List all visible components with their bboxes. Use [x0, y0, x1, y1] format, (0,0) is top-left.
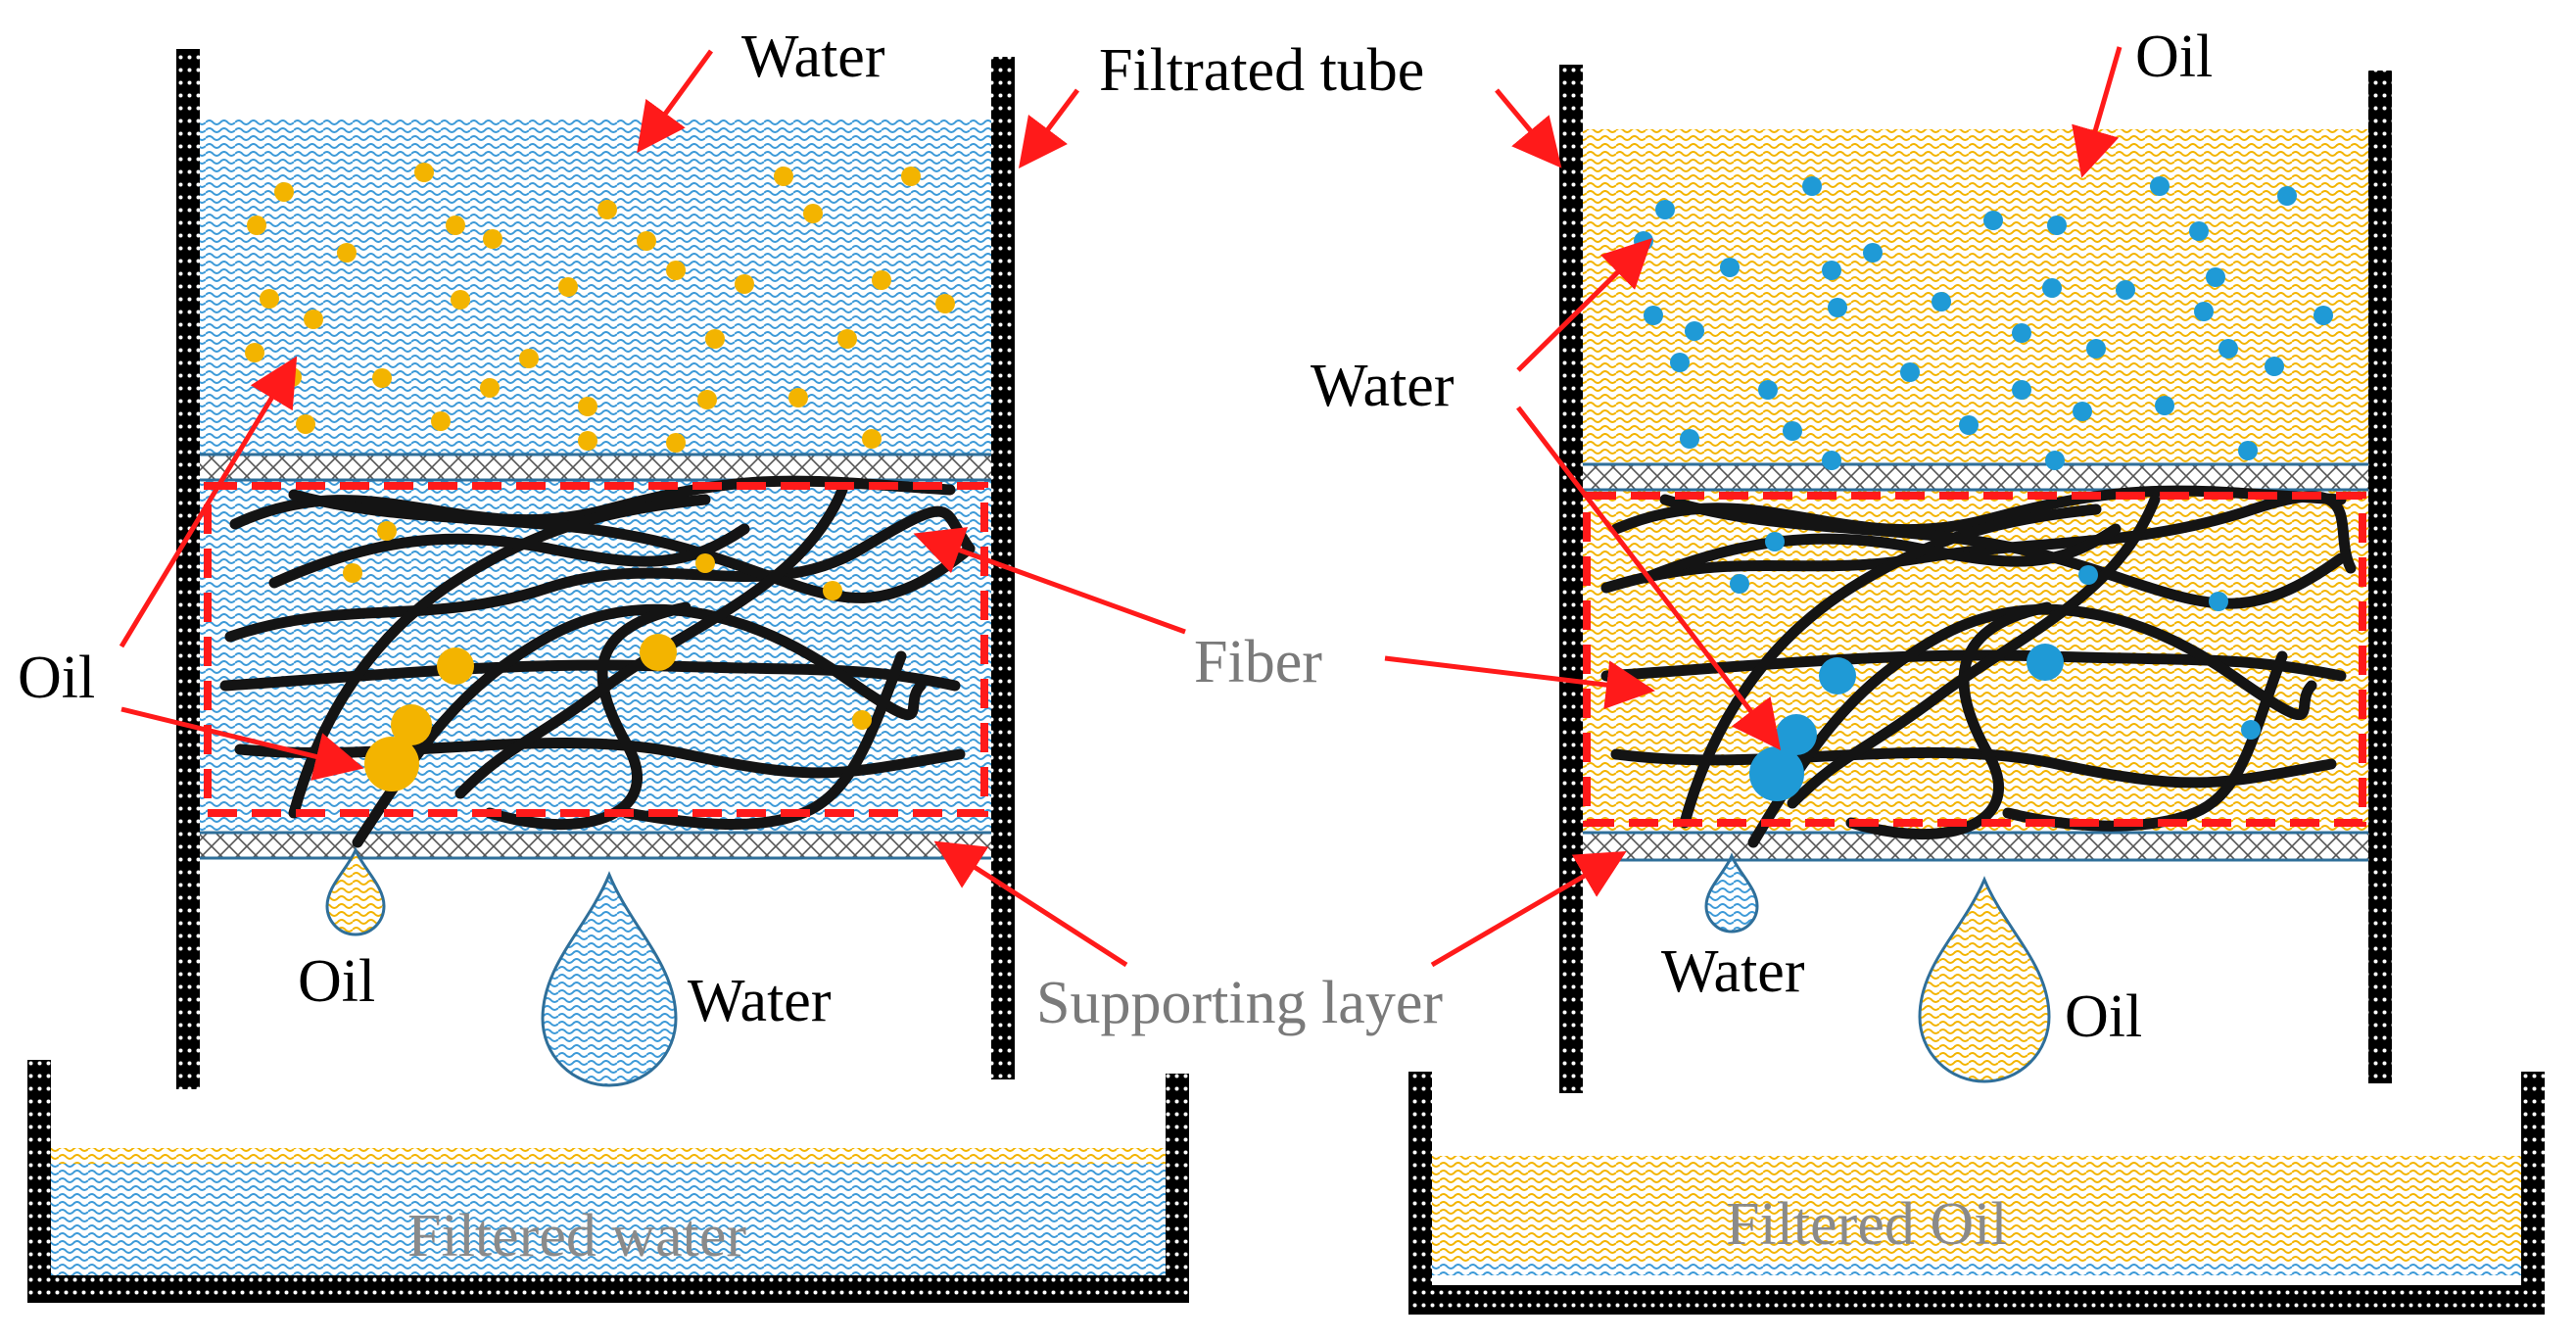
right-fiber-box: [1583, 492, 2366, 827]
left-top-mesh: [194, 453, 996, 482]
left-bottom-mesh: [194, 831, 996, 860]
right-tube-wall-right: [2368, 71, 2392, 1083]
right-water-droplets: [1634, 176, 2333, 470]
label-right-drop-oil: Oil: [2065, 983, 2142, 1050]
label-filtrated-tube: Filtrated tube: [1099, 37, 1424, 104]
left-basin-liquid: [51, 1156, 1166, 1275]
left-oil-droplets: [245, 163, 955, 453]
label-left-oil: Oil: [18, 645, 95, 711]
annotation-arrows: [119, 46, 2123, 968]
label-supporting-layer: Supporting layer: [1036, 970, 1443, 1036]
label-left-drop-oil: Oil: [298, 948, 375, 1015]
right-bottom-mesh: [1577, 831, 2372, 862]
label-left-basin: Filtered water: [407, 1203, 746, 1269]
label-right-basin: Filtered Oil: [1726, 1191, 2008, 1258]
left-trapped-oil: [343, 521, 872, 791]
left-apparatus: [27, 49, 1189, 1303]
right-fibers: [1600, 485, 2357, 848]
label-right-drop-water: Water: [1661, 938, 1805, 1005]
right-top-liquid: [1579, 129, 2370, 464]
right-basin: [1408, 1072, 2545, 1315]
label-right-water: Water: [1311, 353, 1455, 419]
label-left-drop-water: Water: [688, 968, 832, 1034]
oil-droplet-icon: [1918, 876, 2051, 1083]
right-basin-liquid: [1432, 1156, 2521, 1275]
left-basin: [27, 1060, 1189, 1303]
water-droplet-icon: [541, 871, 678, 1087]
right-basin-water-film: [1432, 1262, 2521, 1275]
label-right-oil: Oil: [2135, 24, 2213, 90]
label-left-water: Water: [741, 24, 885, 90]
right-top-mesh: [1577, 462, 2372, 492]
right-apparatus: [1408, 65, 2545, 1315]
left-basin-oil-film: [51, 1148, 1166, 1164]
left-fibers: [219, 475, 976, 848]
left-tube-wall-left: [176, 49, 200, 1089]
left-fiber-box: [204, 482, 988, 817]
right-trapped-water: [1730, 532, 2261, 801]
label-fiber: Fiber: [1194, 629, 1322, 695]
oil-droplet-icon: [325, 846, 386, 936]
labels: Water Filtrated tube Oil Fiber Supportin…: [18, 24, 2213, 1269]
right-tube-wall-left: [1559, 65, 1583, 1093]
water-droplet-icon: [1704, 852, 1759, 934]
